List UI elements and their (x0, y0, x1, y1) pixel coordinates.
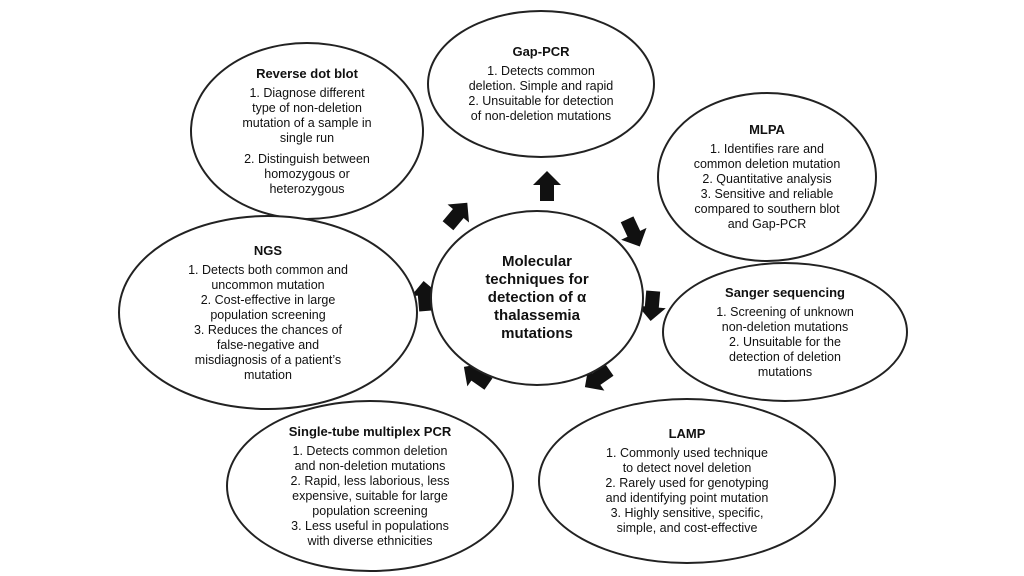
center-line-4: thalassemia (494, 307, 580, 324)
node-point: 3. Highly sensitive, specific, simple, a… (611, 506, 764, 536)
node-title: Reverse dot blot (256, 65, 358, 81)
point-line: and non-deletion mutations (294, 458, 446, 473)
point-line: 2. Distinguish between (244, 151, 370, 166)
node-title: MLPA (749, 122, 785, 137)
center-line-1: Molecular (501, 253, 573, 270)
node-title: Gap-PCR (512, 44, 570, 59)
point-line: single run (279, 130, 335, 145)
center-node: Molecular techniques for detection of α … (430, 210, 644, 386)
block-arrow-2 (620, 216, 647, 247)
point-line: 1. Commonly used technique (606, 446, 768, 460)
point-line: misdiagnosis of a patient’s (194, 352, 342, 367)
point-line: 2. Quantitative analysis (702, 172, 832, 186)
point-line: 2. Cost-effective in large (200, 292, 336, 307)
node-sanger-sequencing: Sanger sequencing 1. Screening of unknow… (662, 262, 908, 402)
point-line: compared to southern blot (694, 202, 840, 216)
node-point: 2. Distinguish between homozygous or het… (244, 152, 370, 197)
point-line: 3. Less useful in populations (291, 518, 449, 533)
point-line: false-negative and (216, 337, 320, 352)
point-line: 2. Rapid, less laborious, less (290, 473, 450, 488)
node-point: 2. Cost-effective in large population sc… (201, 293, 336, 323)
point-line: 1. Detects common (487, 64, 595, 78)
point-line: of non-deletion mutations (470, 109, 612, 123)
point-line: expensive, suitable for large (292, 488, 448, 503)
node-point: 2. Quantitative analysis (702, 172, 831, 187)
point-line: mutation of a sample in (242, 115, 372, 130)
node-point: 2. Rapid, less laborious, less expensive… (290, 474, 449, 519)
point-line: simple, and cost-effective (616, 521, 758, 535)
point-line: 3. Reduces the chances of (193, 322, 342, 337)
point-line: 1. Identifies rare and (710, 142, 824, 156)
point-line: type of non-deletion (252, 100, 362, 115)
node-point: 3. Sensitive and reliable compared to so… (694, 187, 839, 232)
point-line: 1. Detects common deletion (292, 443, 448, 458)
point-line: heterozygous (269, 181, 345, 196)
node-point: 1. Detects both common and uncommon muta… (188, 263, 348, 293)
node-title: NGS (253, 242, 283, 258)
node-gap-pcr: Gap-PCR 1. Detects common deletion. Simp… (427, 10, 655, 158)
node-point: 1. Detects common deletion and non-delet… (293, 444, 448, 474)
node-point: 1. Screening of unknown non-deletion mut… (716, 305, 854, 335)
node-mlpa: MLPA 1. Identifies rare and common delet… (657, 92, 877, 262)
point-line: mutations (757, 364, 813, 379)
point-line: deletion. Simple and rapid (468, 79, 614, 93)
point-line: with diverse ethnicities (307, 533, 433, 548)
center-line-3: detection of α (487, 289, 587, 306)
node-point: 3. Reduces the chances of false-negative… (194, 323, 342, 383)
point-line: and Gap-PCR (727, 217, 807, 231)
block-arrow-3 (637, 290, 666, 321)
point-line: 2. Unsuitable for detection (468, 94, 614, 108)
point-line: 1. Diagnose different (249, 85, 365, 100)
point-line: 3. Highly sensitive, specific, (610, 506, 764, 520)
node-point: 2. Unsuitable for the detection of delet… (729, 335, 841, 380)
node-single-tube-multiplex-pcr: Single-tube multiplex PCR 1. Detects com… (226, 400, 514, 572)
node-point: 2. Rarely used for genotyping and identi… (605, 476, 768, 506)
point-line: population screening (312, 503, 428, 518)
node-point: 1. Diagnose different type of non-deleti… (242, 86, 371, 146)
point-line: non-deletion mutations (721, 319, 849, 334)
point-line: mutation (244, 367, 292, 382)
node-point: 3. Less useful in populations with diver… (291, 519, 449, 549)
node-title: Sanger sequencing (725, 284, 845, 300)
point-line: common deletion mutation (693, 157, 841, 171)
node-title: Single-tube multiplex PCR (288, 423, 452, 439)
center-line-2: techniques for (485, 271, 589, 288)
node-point: 1. Identifies rare and common deletion m… (694, 142, 841, 172)
point-line: 1. Detects both common and (188, 262, 348, 277)
point-line: population screening (210, 307, 326, 322)
block-arrow-7 (442, 202, 470, 231)
block-arrow-5 (463, 363, 493, 390)
node-point: 1. Detects common deletion. Simple and r… (469, 64, 614, 94)
point-line: uncommon mutation (211, 277, 325, 292)
node-reverse-dot-blot: Reverse dot blot 1. Diagnose different t… (190, 42, 424, 220)
node-point: 1. Commonly used technique to detect nov… (606, 446, 768, 476)
point-line: homozygous or (264, 166, 350, 181)
point-line: 2. Rarely used for genotyping (605, 476, 769, 490)
point-line: and identifying point mutation (605, 491, 769, 505)
block-arrow-1 (533, 171, 561, 201)
node-point: 2. Unsuitable for detection of non-delet… (468, 94, 613, 124)
block-arrow-4 (584, 364, 614, 391)
point-line: to detect novel deletion (622, 461, 752, 475)
center-line-5: mutations (501, 325, 573, 342)
point-line: 2. Unsuitable for the (729, 334, 841, 349)
point-line: 1. Screening of unknown (716, 304, 854, 319)
node-ngs: NGS 1. Detects both common and uncommon … (118, 215, 418, 410)
node-lamp: LAMP 1. Commonly used technique to detec… (538, 398, 836, 564)
node-title: LAMP (668, 426, 706, 441)
point-line: 3. Sensitive and reliable (700, 187, 834, 201)
point-line: detection of deletion (729, 349, 841, 364)
